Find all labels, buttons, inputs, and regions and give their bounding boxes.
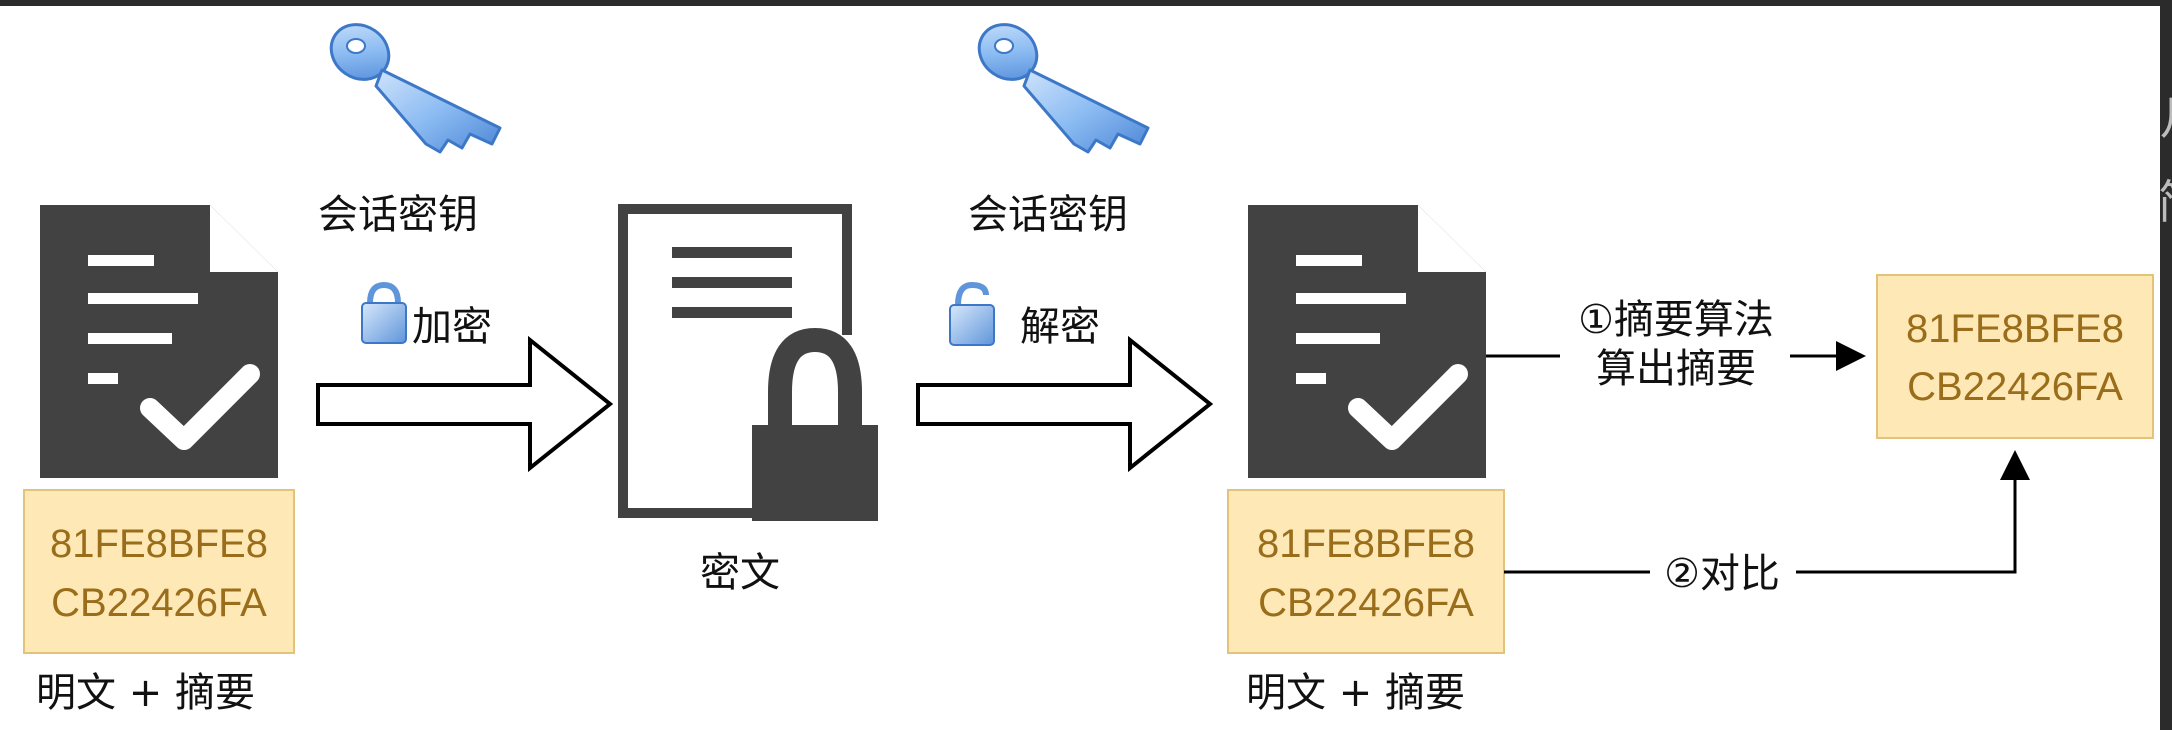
edge-char-bottom: 简: [2158, 175, 2172, 229]
step2-label: ②对比: [1664, 551, 1780, 597]
lock-icon: [361, 281, 407, 344]
encrypt-label: 加密: [412, 304, 492, 350]
hash-computed-line2: CB22426FA: [1907, 365, 2123, 409]
key-icon: [977, 23, 1150, 154]
hash-box-right: [1227, 489, 1505, 654]
step1-label-line1: ①摘要算法: [1578, 297, 1774, 343]
hash-computed-line1: 81FE8BFE8: [1906, 307, 2124, 351]
key-icon: [329, 23, 502, 154]
plain-digest-label-left: 明文 + 摘要: [36, 670, 255, 716]
encrypt-arrow: [316, 335, 614, 473]
step1-label-line2: 算出摘要: [1596, 346, 1756, 392]
hash-right-line1: 81FE8BFE8: [1257, 522, 1475, 566]
key-label-right: 会话密钥: [968, 192, 1128, 238]
document-locked-icon: [618, 204, 878, 521]
edge-char-top: 月: [2160, 91, 2172, 145]
decrypt-label: 解密: [1020, 304, 1100, 350]
hash-right-line2: CB22426FA: [1258, 581, 1474, 625]
key-label-left: 会话密钥: [318, 192, 478, 238]
hash-left-line1: 81FE8BFE8: [50, 522, 268, 566]
decrypt-arrow: [916, 335, 1214, 473]
document-check-icon: [40, 205, 278, 478]
document-check-icon: [1248, 205, 1486, 478]
hash-box-computed: [1876, 274, 2154, 439]
hash-box-left: [23, 489, 295, 654]
ciphertext-label: 密文: [700, 550, 780, 596]
hash-left-line2: CB22426FA: [51, 581, 267, 625]
plain-digest-label-right: 明文 + 摘要: [1246, 670, 1465, 716]
step2-connector-arrow: [1796, 450, 2030, 574]
unlock-icon: [949, 281, 995, 346]
